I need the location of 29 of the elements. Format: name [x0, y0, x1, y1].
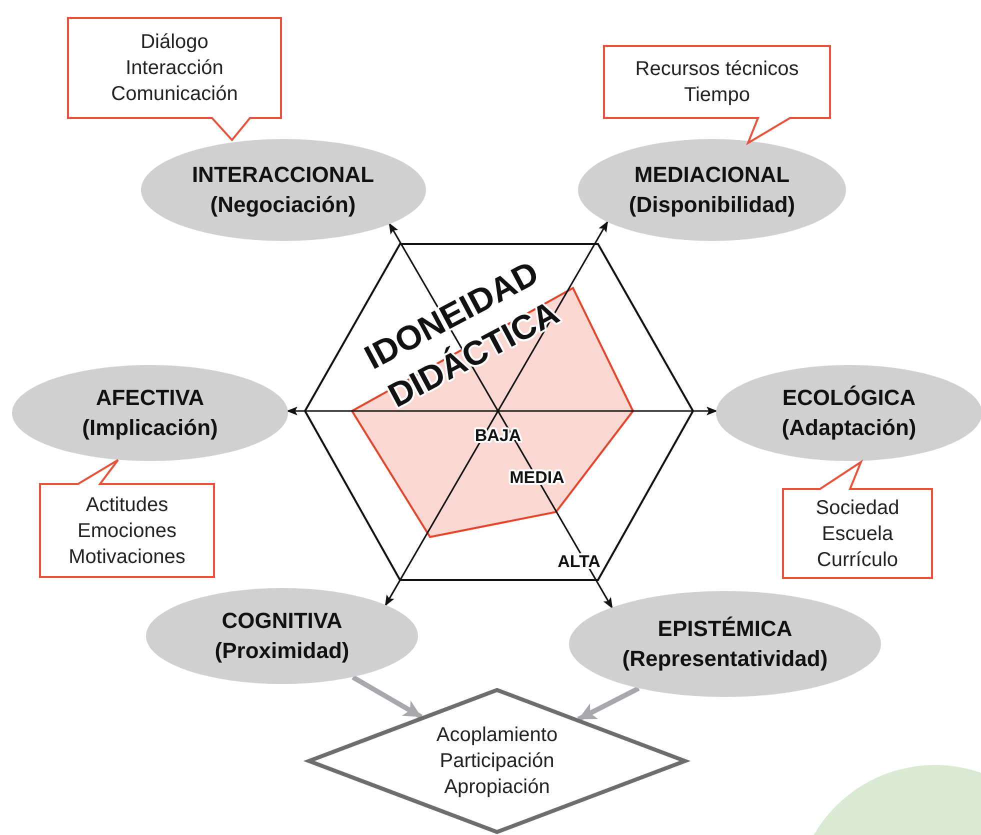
callout-text: Tiempo [684, 83, 750, 108]
node-text: MEDIACIONAL [634, 161, 790, 189]
node-text: AFECTIVA [96, 384, 204, 412]
node-text: EPISTÉMICA [658, 615, 792, 643]
arrow [352, 675, 423, 720]
node-text: COGNITIVA [222, 607, 342, 635]
axis-arrow [286, 406, 718, 416]
callout-text: Sociedad [816, 496, 900, 520]
callout-text: Interacción [126, 56, 224, 81]
node-text: (Proximidad) [214, 637, 350, 665]
node-text: ECOLÓGICA [782, 384, 916, 412]
node-text: (Representatividad) [622, 645, 828, 673]
callout-text: Diálogo [140, 30, 208, 55]
node-text: Acoplamiento [436, 723, 558, 748]
node-text: (Adaptación) [782, 414, 916, 442]
node-text: (Negociación) [210, 191, 356, 219]
callout-text: Emociones [78, 518, 176, 544]
node-text: INTERACCIONAL [192, 161, 374, 189]
callout-text: Comunicación [111, 82, 238, 107]
node-text: Participación [440, 749, 554, 774]
callout-text: Recursos técnicos [635, 57, 799, 82]
arrow [577, 686, 640, 722]
node-text: (Disponibilidad) [628, 191, 796, 219]
callout-text: Actitudes [86, 492, 168, 518]
callout-text: Motivaciones [68, 544, 186, 570]
callout-text: Currículo [816, 548, 898, 572]
node-text: (Implicación) [82, 414, 218, 442]
callout-text: Escuela [822, 522, 894, 546]
node-text: Apropiación [444, 775, 550, 800]
